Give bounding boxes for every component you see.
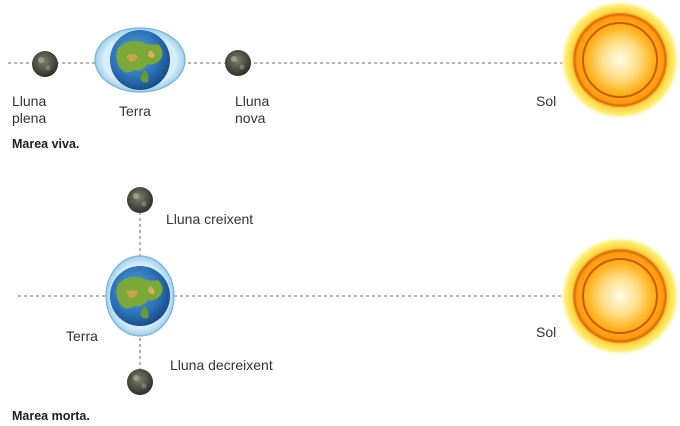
waxing-moon-icon <box>127 187 153 213</box>
full-moon-icon <box>32 51 58 77</box>
waning-moon-icon <box>127 369 153 395</box>
waning-moon-label: Lluna decreixent <box>170 357 273 373</box>
sun-icon <box>560 0 680 120</box>
sun-icon-neap <box>560 236 680 356</box>
neap-tide-panel <box>18 187 680 395</box>
sun-label-neap: Sol <box>536 324 557 340</box>
new-moon-icon <box>225 50 251 76</box>
sun-label: Sol <box>536 93 557 109</box>
earth-label-neap: Terra <box>66 328 98 344</box>
neap-tide-caption: Marea morta. <box>12 409 90 423</box>
earth-icon-neap <box>105 255 175 337</box>
full-moon-label: Lluna plena <box>12 93 47 126</box>
earth-icon <box>94 27 186 93</box>
earth-label: Terra <box>119 103 151 119</box>
waxing-moon-label: Lluna creixent <box>166 211 254 227</box>
new-moon-label: Lluna nova <box>235 93 270 126</box>
spring-tide-panel <box>8 0 680 120</box>
spring-tide-caption: Marea viva. <box>12 137 80 151</box>
